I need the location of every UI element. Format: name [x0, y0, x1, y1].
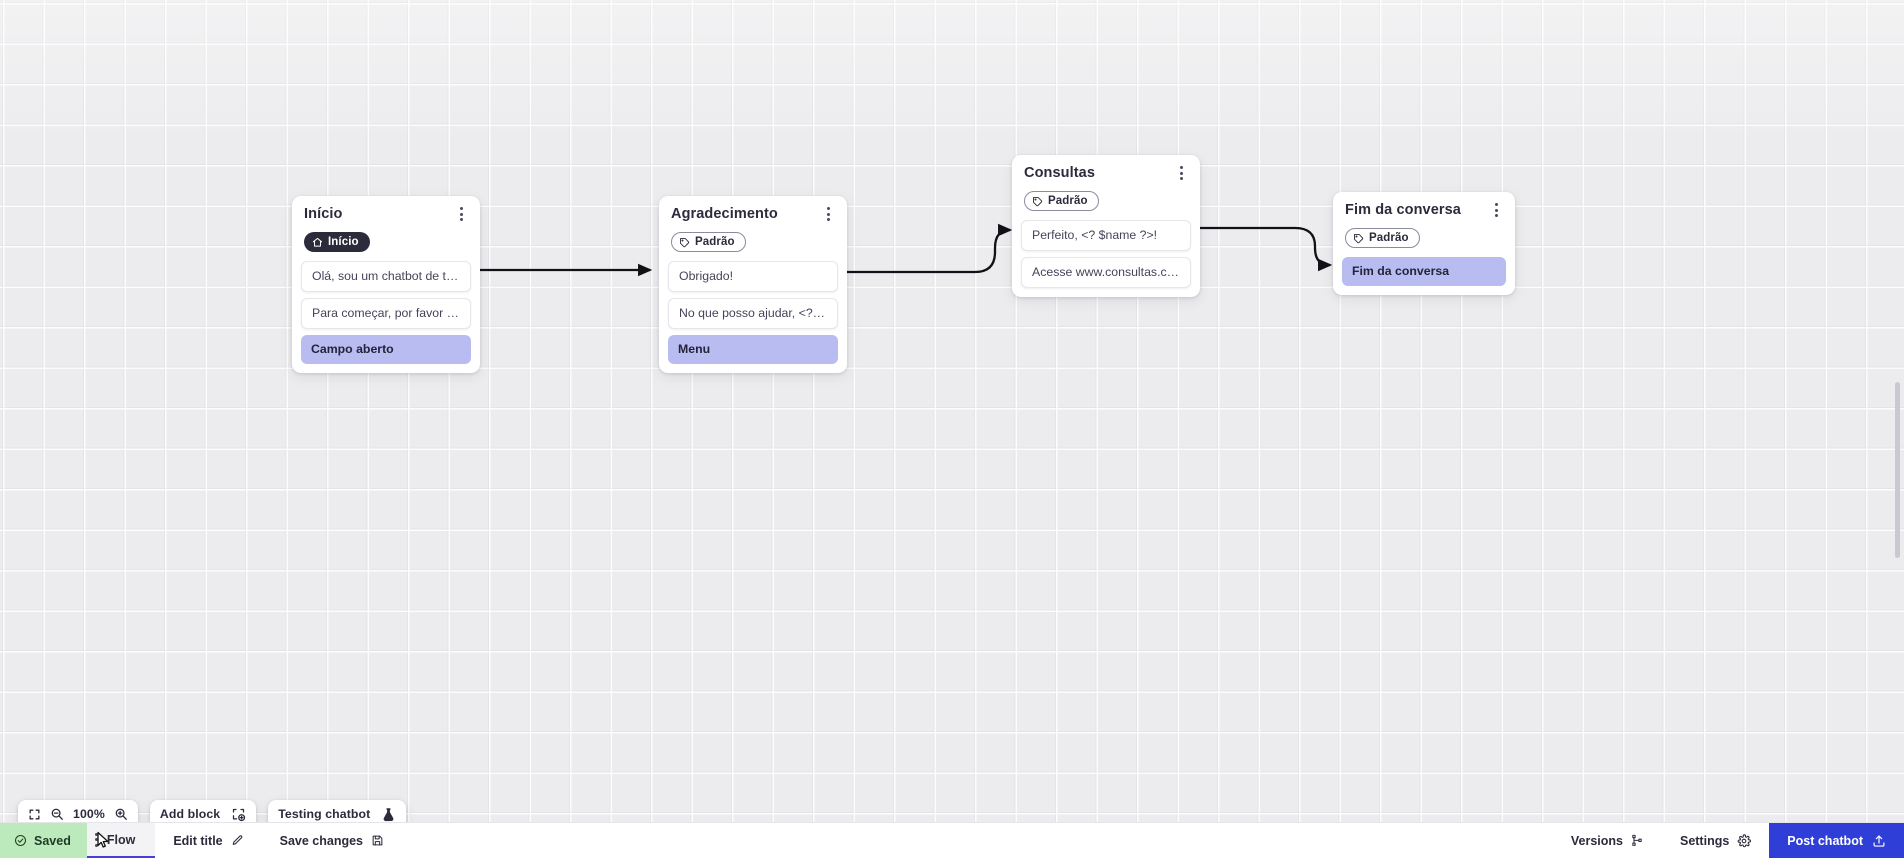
- node-menu-button[interactable]: [1488, 201, 1504, 219]
- add-block-label: Add block: [159, 807, 221, 821]
- message-row[interactable]: Olá, sou um chatbot de teste!: [301, 260, 471, 292]
- message-row[interactable]: Acesse www.consultas.com par...: [1021, 256, 1191, 288]
- save-changes-button[interactable]: Save changes: [262, 823, 402, 858]
- badge-padrao[interactable]: Padrão: [671, 232, 746, 252]
- testing-chatbot-label: Testing chatbot: [278, 807, 371, 821]
- tab-flow-label: Flow: [106, 832, 136, 847]
- node-badge-row: Padrão: [668, 223, 838, 253]
- node-badge-row: Padrão: [1342, 219, 1506, 249]
- pencil-icon: [231, 834, 244, 847]
- node-menu-button[interactable]: [453, 205, 469, 223]
- gear-icon: [1737, 833, 1752, 848]
- save-changes-label: Save changes: [279, 833, 364, 848]
- badge-padrao[interactable]: Padrão: [1345, 228, 1420, 248]
- post-chatbot-label: Post chatbot: [1787, 833, 1863, 848]
- edit-title-label: Edit title: [173, 833, 223, 848]
- settings-button[interactable]: Settings: [1662, 823, 1769, 858]
- home-icon: [312, 237, 323, 248]
- fit-screen-icon[interactable]: [28, 808, 41, 821]
- badge-inicio[interactable]: Início: [304, 232, 370, 252]
- settings-label: Settings: [1679, 833, 1730, 848]
- node-header: Início: [301, 206, 471, 223]
- mouse-cursor: [96, 831, 112, 856]
- tag-icon: [1353, 233, 1364, 244]
- flow-canvas[interactable]: Início Início Olá, sou um chatbot de tes…: [0, 0, 1904, 822]
- bottom-bar-left: Saved Flow Edit title Save changes: [0, 823, 402, 858]
- node-rows: Olá, sou um chatbot de teste! Para começ…: [301, 260, 471, 364]
- node-menu-button[interactable]: [820, 205, 836, 223]
- node-inicio[interactable]: Início Início Olá, sou um chatbot de tes…: [292, 196, 480, 373]
- save-disk-icon: [371, 834, 384, 847]
- node-title: Início: [304, 206, 343, 222]
- node-rows: Perfeito, <? $name ?>! Acesse www.consul…: [1021, 219, 1191, 288]
- node-rows: Fim da conversa: [1342, 256, 1506, 286]
- node-fim-da-conversa[interactable]: Fim da conversa Padrão Fim da conversa: [1333, 192, 1515, 295]
- node-header: Fim da conversa: [1342, 202, 1506, 219]
- post-chatbot-button[interactable]: Post chatbot: [1769, 823, 1904, 858]
- upload-icon: [1872, 834, 1886, 848]
- check-circle-icon: [14, 834, 27, 847]
- node-title: Fim da conversa: [1345, 202, 1461, 218]
- node-title: Consultas: [1024, 165, 1095, 181]
- branch-icon: [1631, 834, 1644, 847]
- connector-edges: [479, 223, 1333, 277]
- message-row[interactable]: Perfeito, <? $name ?>!: [1021, 219, 1191, 251]
- message-row[interactable]: Obrigado!: [668, 260, 838, 292]
- vertical-scrollbar[interactable]: [1895, 382, 1900, 558]
- zoom-in-icon[interactable]: [114, 807, 128, 821]
- node-agradecimento[interactable]: Agradecimento Padrão Obrigado! No que po…: [659, 196, 847, 373]
- bottom-bar-right: Versions Settings: [1553, 823, 1904, 858]
- badge-padrao[interactable]: Padrão: [1024, 191, 1099, 211]
- versions-label: Versions: [1570, 833, 1623, 848]
- node-menu-button[interactable]: [1173, 164, 1189, 182]
- message-row[interactable]: No que posso ajudar, <? $name ...: [668, 297, 838, 329]
- node-header: Consultas: [1021, 165, 1191, 182]
- badge-label: Padrão: [695, 236, 735, 248]
- node-rows: Obrigado! No que posso ajudar, <? $name …: [668, 260, 838, 364]
- node-title: Agradecimento: [671, 206, 778, 222]
- badge-label: Padrão: [1369, 232, 1409, 244]
- action-row[interactable]: Menu: [668, 334, 838, 364]
- node-consultas[interactable]: Consultas Padrão Perfeito, <? $name ?>! …: [1012, 155, 1200, 297]
- edit-title-button[interactable]: Edit title: [155, 823, 261, 858]
- badge-label: Padrão: [1048, 195, 1088, 207]
- message-row[interactable]: Para começar, por favor digite o ...: [301, 297, 471, 329]
- action-row[interactable]: Campo aberto: [301, 334, 471, 364]
- saved-status-badge: Saved: [0, 823, 87, 858]
- versions-button[interactable]: Versions: [1553, 823, 1662, 858]
- tag-icon: [1032, 196, 1043, 207]
- zoom-out-icon[interactable]: [50, 807, 64, 821]
- action-row[interactable]: Fim da conversa: [1342, 256, 1506, 286]
- add-block-icon: [231, 807, 246, 822]
- flask-icon: [381, 807, 396, 822]
- bottom-bar: Saved Flow Edit title Save changes: [0, 822, 1904, 858]
- edge-agradecimento-consultas: [847, 223, 1013, 274]
- badge-label: Início: [328, 236, 359, 248]
- drag-dots-icon[interactable]: [94, 832, 98, 847]
- tag-icon: [679, 237, 690, 248]
- node-badge-row: Padrão: [1021, 182, 1191, 212]
- zoom-level-label: 100%: [73, 807, 105, 821]
- edge-consultas-fim: [1200, 226, 1333, 272]
- node-badge-row: Início: [301, 223, 471, 253]
- node-header: Agradecimento: [668, 206, 838, 223]
- saved-label: Saved: [34, 833, 71, 848]
